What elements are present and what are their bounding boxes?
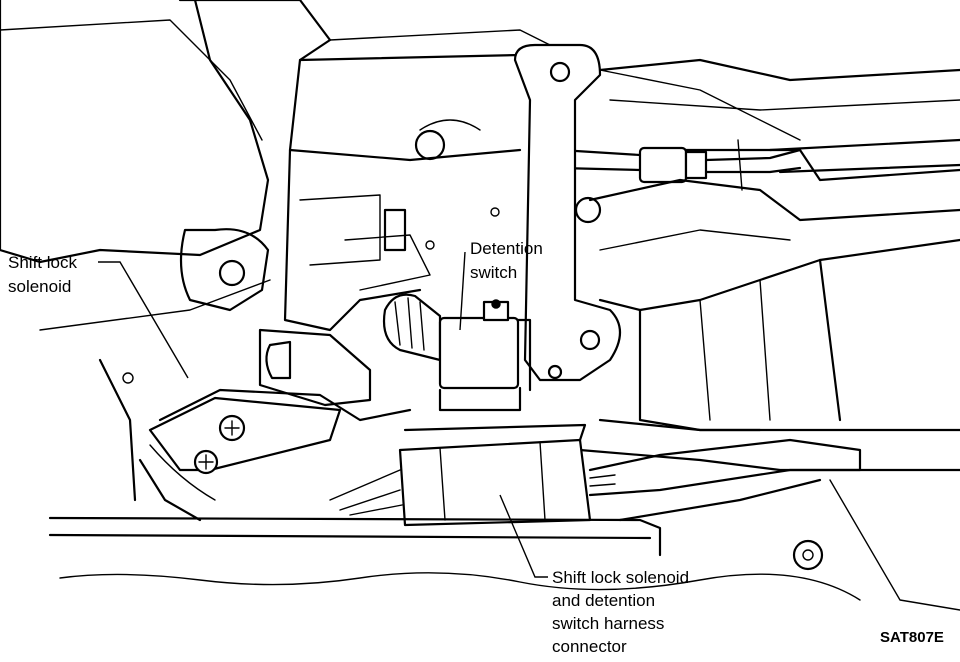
label-detention-switch: Detention switch	[470, 239, 548, 282]
leader-detention-switch	[459, 251, 466, 331]
transmission-housing	[178, 0, 960, 332]
mounting-bracket	[513, 43, 622, 382]
lower-right-housing	[578, 178, 960, 611]
lower-frame	[48, 516, 861, 601]
label-harness-connector: Shift lock solenoid and detention switch…	[552, 568, 694, 656]
shift-cable	[558, 138, 960, 191]
left-body-panel	[0, 0, 271, 331]
leader-harness-connector	[499, 494, 548, 578]
shift-lock-solenoid	[98, 328, 412, 522]
detention-switch	[382, 293, 532, 412]
label-shift-lock-solenoid: Shift lock solenoid	[8, 253, 82, 296]
figure-code: SAT807E	[880, 629, 944, 646]
harness-connector	[329, 423, 862, 527]
leader-shift-lock-solenoid	[98, 261, 189, 379]
